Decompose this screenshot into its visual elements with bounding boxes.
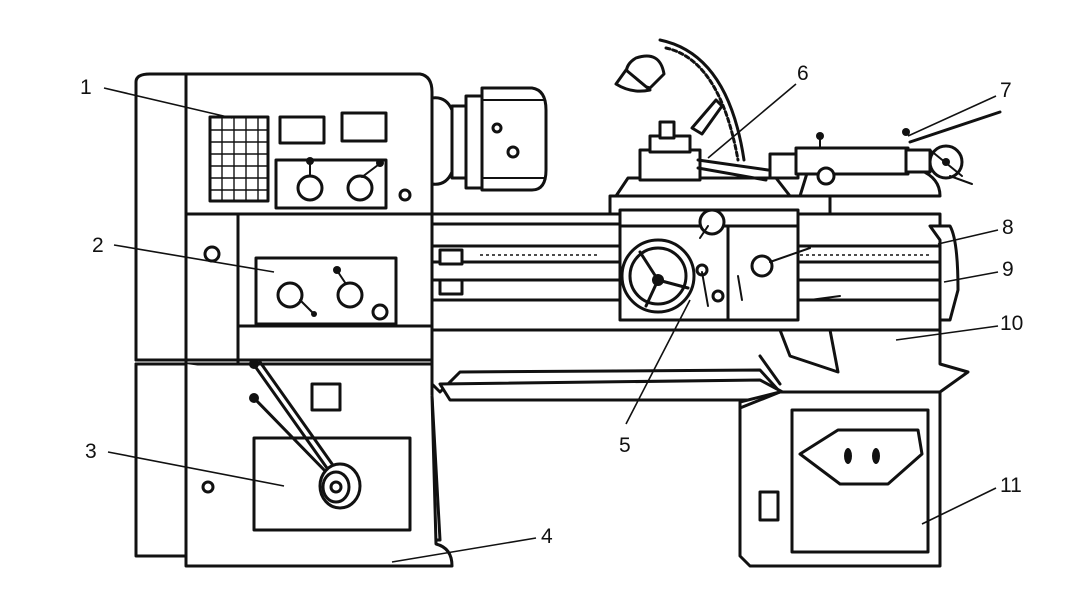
part-labels: 1 2 3 4 5 6 7 8 9 10 11 (80, 62, 1023, 548)
right-pedestal (738, 390, 942, 568)
label-9: 9 (1002, 258, 1014, 281)
tool-post (614, 120, 792, 198)
label-4: 4 (541, 525, 553, 548)
feed-gearbox (134, 212, 434, 366)
label-7: 7 (1000, 79, 1012, 102)
label-11: 11 (1000, 474, 1022, 497)
work-lamp (614, 38, 746, 162)
leader-lines (103, 83, 999, 563)
label-10: 10 (1000, 312, 1023, 335)
label-5: 5 (619, 434, 631, 457)
label-2: 2 (92, 234, 104, 257)
label-8: 8 (1002, 216, 1014, 239)
spindle-chuck (430, 86, 548, 192)
label-1: 1 (80, 76, 92, 99)
label-6: 6 (797, 62, 809, 85)
left-pedestal (134, 359, 454, 568)
tailstock (768, 110, 1002, 322)
label-3: 3 (85, 440, 97, 463)
carriage-apron (608, 194, 841, 322)
